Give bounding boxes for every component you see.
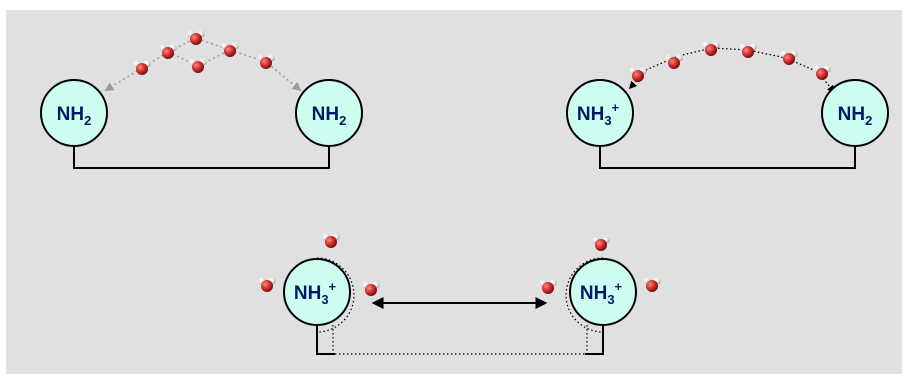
panel-top-right: NH3+ NH2 bbox=[566, 41, 889, 169]
linker-chain bbox=[599, 146, 856, 169]
panel-bottom: NH3+ NH3+ bbox=[258, 233, 661, 355]
water-wire-lower bbox=[167, 49, 231, 67]
amine-group-left bbox=[40, 79, 108, 147]
ammonium-label-left: NH3+ bbox=[294, 279, 337, 307]
solvation-shell-right bbox=[565, 257, 604, 333]
ammonium-group-left bbox=[566, 79, 634, 147]
ammonium-label-left: NH3+ bbox=[577, 100, 620, 128]
amine-group-right bbox=[821, 79, 889, 147]
ammonium-group-right bbox=[569, 258, 637, 326]
panel-top-left: NH2 NH2 bbox=[40, 30, 363, 169]
amine-group-right bbox=[295, 79, 363, 147]
amine-label-right: NH2 bbox=[838, 104, 873, 128]
linker-leg-right bbox=[585, 325, 604, 355]
linker-chain bbox=[73, 146, 330, 169]
background-panel bbox=[6, 10, 902, 374]
ammonium-label-right: NH3+ bbox=[580, 279, 623, 307]
amine-label-left: NH2 bbox=[57, 104, 92, 128]
linker-leg-left bbox=[316, 325, 335, 355]
ammonium-group-left bbox=[283, 258, 351, 326]
solvation-shell-left bbox=[316, 257, 355, 333]
amine-label-right: NH2 bbox=[312, 104, 347, 128]
